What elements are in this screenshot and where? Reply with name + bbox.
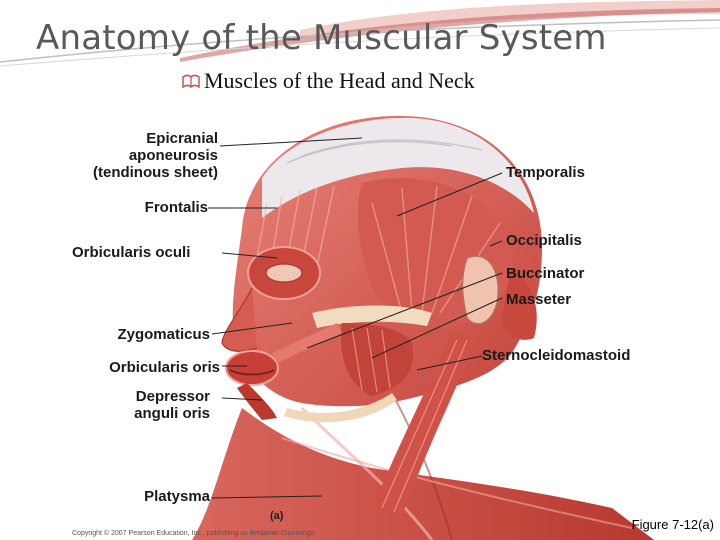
slide-subtitle: Muscles of the Head and Neck bbox=[204, 68, 475, 93]
copyright-notice: Copyright © 2007 Pearson Education, Inc.… bbox=[72, 530, 315, 537]
figure-caption: Figure 7-12(a) bbox=[631, 517, 714, 532]
panel-tag: (a) bbox=[270, 510, 284, 522]
label-temporalis: Temporalis bbox=[506, 164, 585, 181]
label-sternocleidomastoid: Sternocleidomastoid bbox=[482, 347, 631, 364]
slide-title: Anatomy of the Muscular System bbox=[36, 18, 607, 58]
anatomy-illustration bbox=[192, 115, 654, 540]
label-line: Depressor bbox=[135, 388, 210, 405]
ear-shape bbox=[461, 255, 499, 325]
label-line: Epicranial bbox=[146, 130, 218, 147]
subtitle-row: Muscles of the Head and Neck bbox=[182, 68, 475, 94]
masseter-shape bbox=[341, 323, 413, 396]
label-orbicularis-oris: Orbicularis oris bbox=[109, 359, 220, 376]
orbicularis-oris-shape bbox=[225, 350, 279, 386]
label-orbicularis-oculi: Orbicularis oculi bbox=[72, 244, 191, 261]
book-bullet-icon bbox=[182, 74, 200, 88]
label-zygomaticus: Zygomaticus bbox=[117, 326, 210, 343]
label-line: aponeurosis bbox=[128, 147, 218, 164]
label-frontalis: Frontalis bbox=[144, 199, 208, 216]
label-line: anguli oris bbox=[134, 405, 210, 422]
label-depressor-anguli-oris: Depressor anguli oris bbox=[72, 388, 210, 422]
head-neck-muscle-figure: Epicranial aponeurosis (tendinous sheet)… bbox=[72, 108, 654, 540]
header-swoosh bbox=[0, 0, 720, 67]
label-occipitalis: Occipitalis bbox=[506, 232, 582, 249]
label-platysma: Platysma bbox=[144, 488, 210, 505]
leader-lines bbox=[208, 137, 503, 499]
label-buccinator: Buccinator bbox=[506, 265, 585, 282]
aponeurosis-shape bbox=[262, 117, 534, 218]
label-line: (tendinous sheet) bbox=[92, 164, 218, 181]
label-masseter: Masseter bbox=[506, 291, 572, 308]
label-epicranial-aponeurosis: Epicranial aponeurosis (tendinous sheet) bbox=[72, 130, 218, 181]
